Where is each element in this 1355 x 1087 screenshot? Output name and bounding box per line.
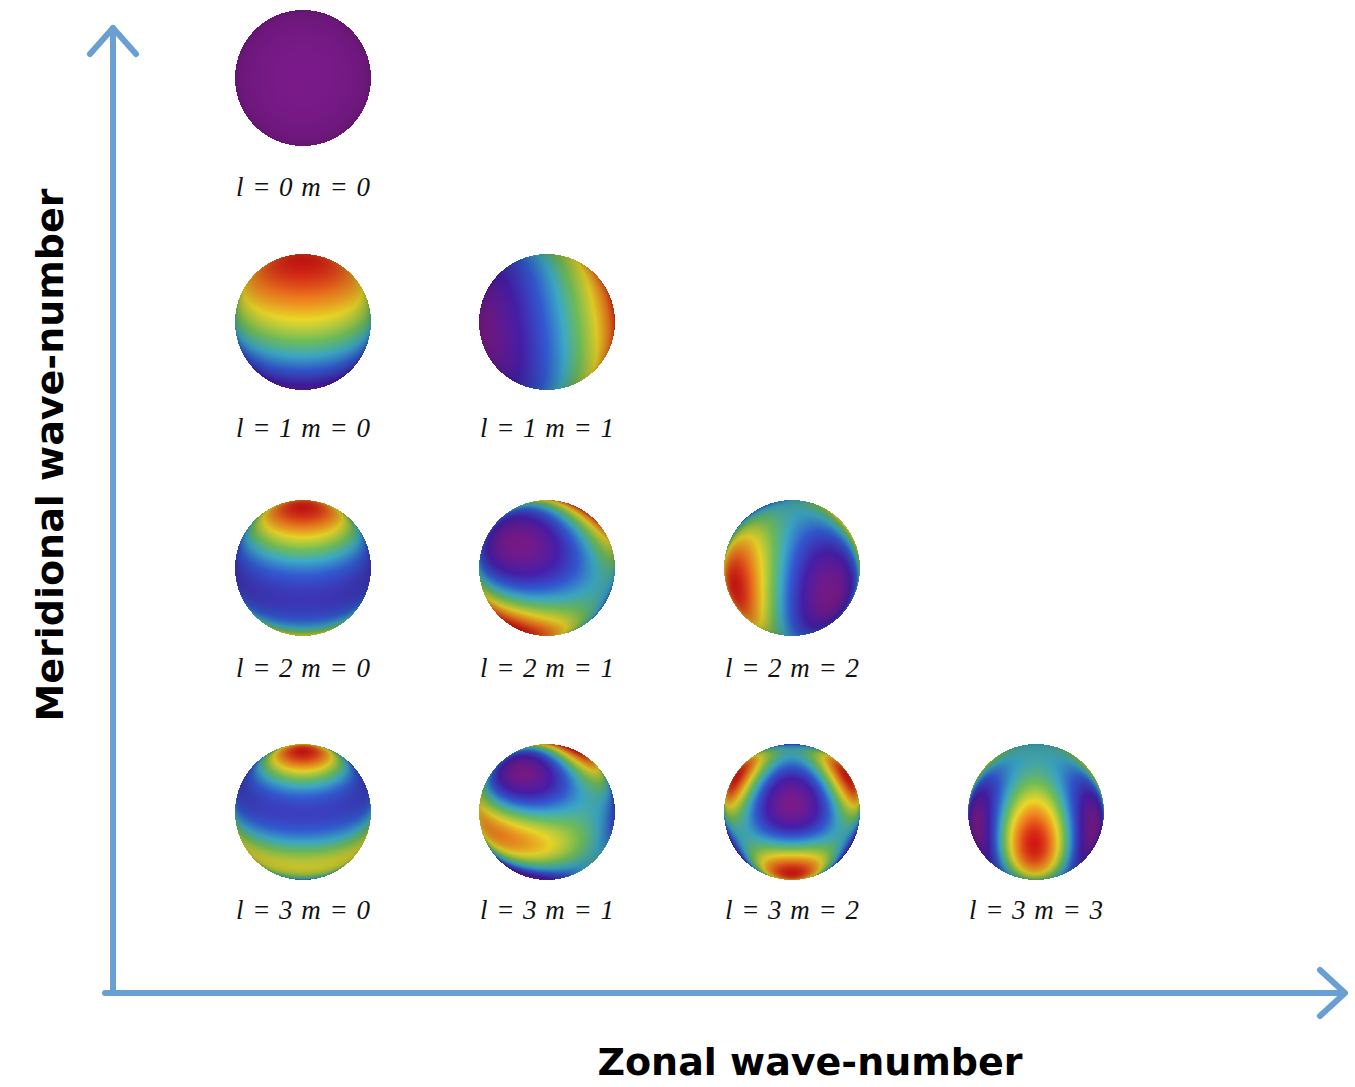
axis-arrowhead: [90, 28, 136, 54]
horizontal-axis: [105, 990, 1343, 996]
mode-label: l = 2 m = 2: [725, 653, 859, 684]
mode-label: l = 2 m = 0: [236, 653, 370, 684]
mode-label: l = 3 m = 2: [725, 895, 859, 926]
mode-label: l = 1 m = 0: [236, 413, 370, 444]
harmonic-sphere: [478, 499, 616, 637]
harmonic-sphere: [234, 743, 372, 881]
harmonic-sphere: [723, 499, 861, 637]
mode-label: l = 3 m = 1: [480, 895, 614, 926]
harmonic-sphere: [723, 743, 861, 881]
mode-label: l = 1 m = 1: [480, 413, 614, 444]
harmonic-sphere: [967, 743, 1105, 881]
axis-arrowhead: [1320, 970, 1345, 1016]
harmonic-sphere: [234, 253, 372, 391]
mode-label: l = 3 m = 0: [236, 895, 370, 926]
harmonic-sphere: [234, 499, 372, 637]
harmonic-sphere: [234, 9, 372, 147]
harmonic-sphere: [478, 743, 616, 881]
axis-title: Meridional wave-number: [28, 188, 72, 721]
vertical-axis: [110, 28, 116, 993]
mode-label: l = 3 m = 3: [969, 895, 1103, 926]
mode-label: l = 0 m = 0: [236, 172, 370, 203]
mode-label: l = 2 m = 1: [480, 653, 614, 684]
axis-title: Zonal wave-number: [597, 1040, 1022, 1084]
harmonic-sphere: [478, 253, 616, 391]
